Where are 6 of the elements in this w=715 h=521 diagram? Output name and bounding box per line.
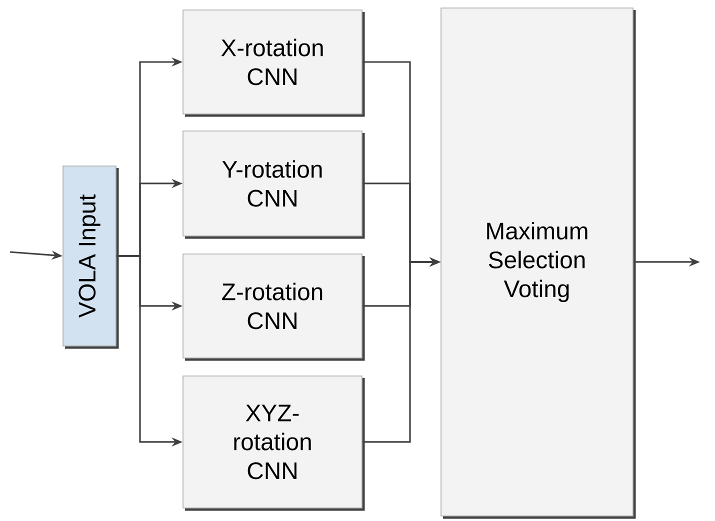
cnn-box: XYZ-rotation CNN bbox=[182, 376, 365, 511]
input-box: VOLA Input bbox=[62, 166, 119, 349]
voting-box: Maximum Selection Voting bbox=[440, 8, 636, 519]
cnn-box: X-rotation CNN bbox=[182, 10, 365, 117]
cnn-box: Z-rotation CNN bbox=[182, 254, 365, 361]
cnn-box: Y-rotation CNN bbox=[182, 130, 365, 239]
